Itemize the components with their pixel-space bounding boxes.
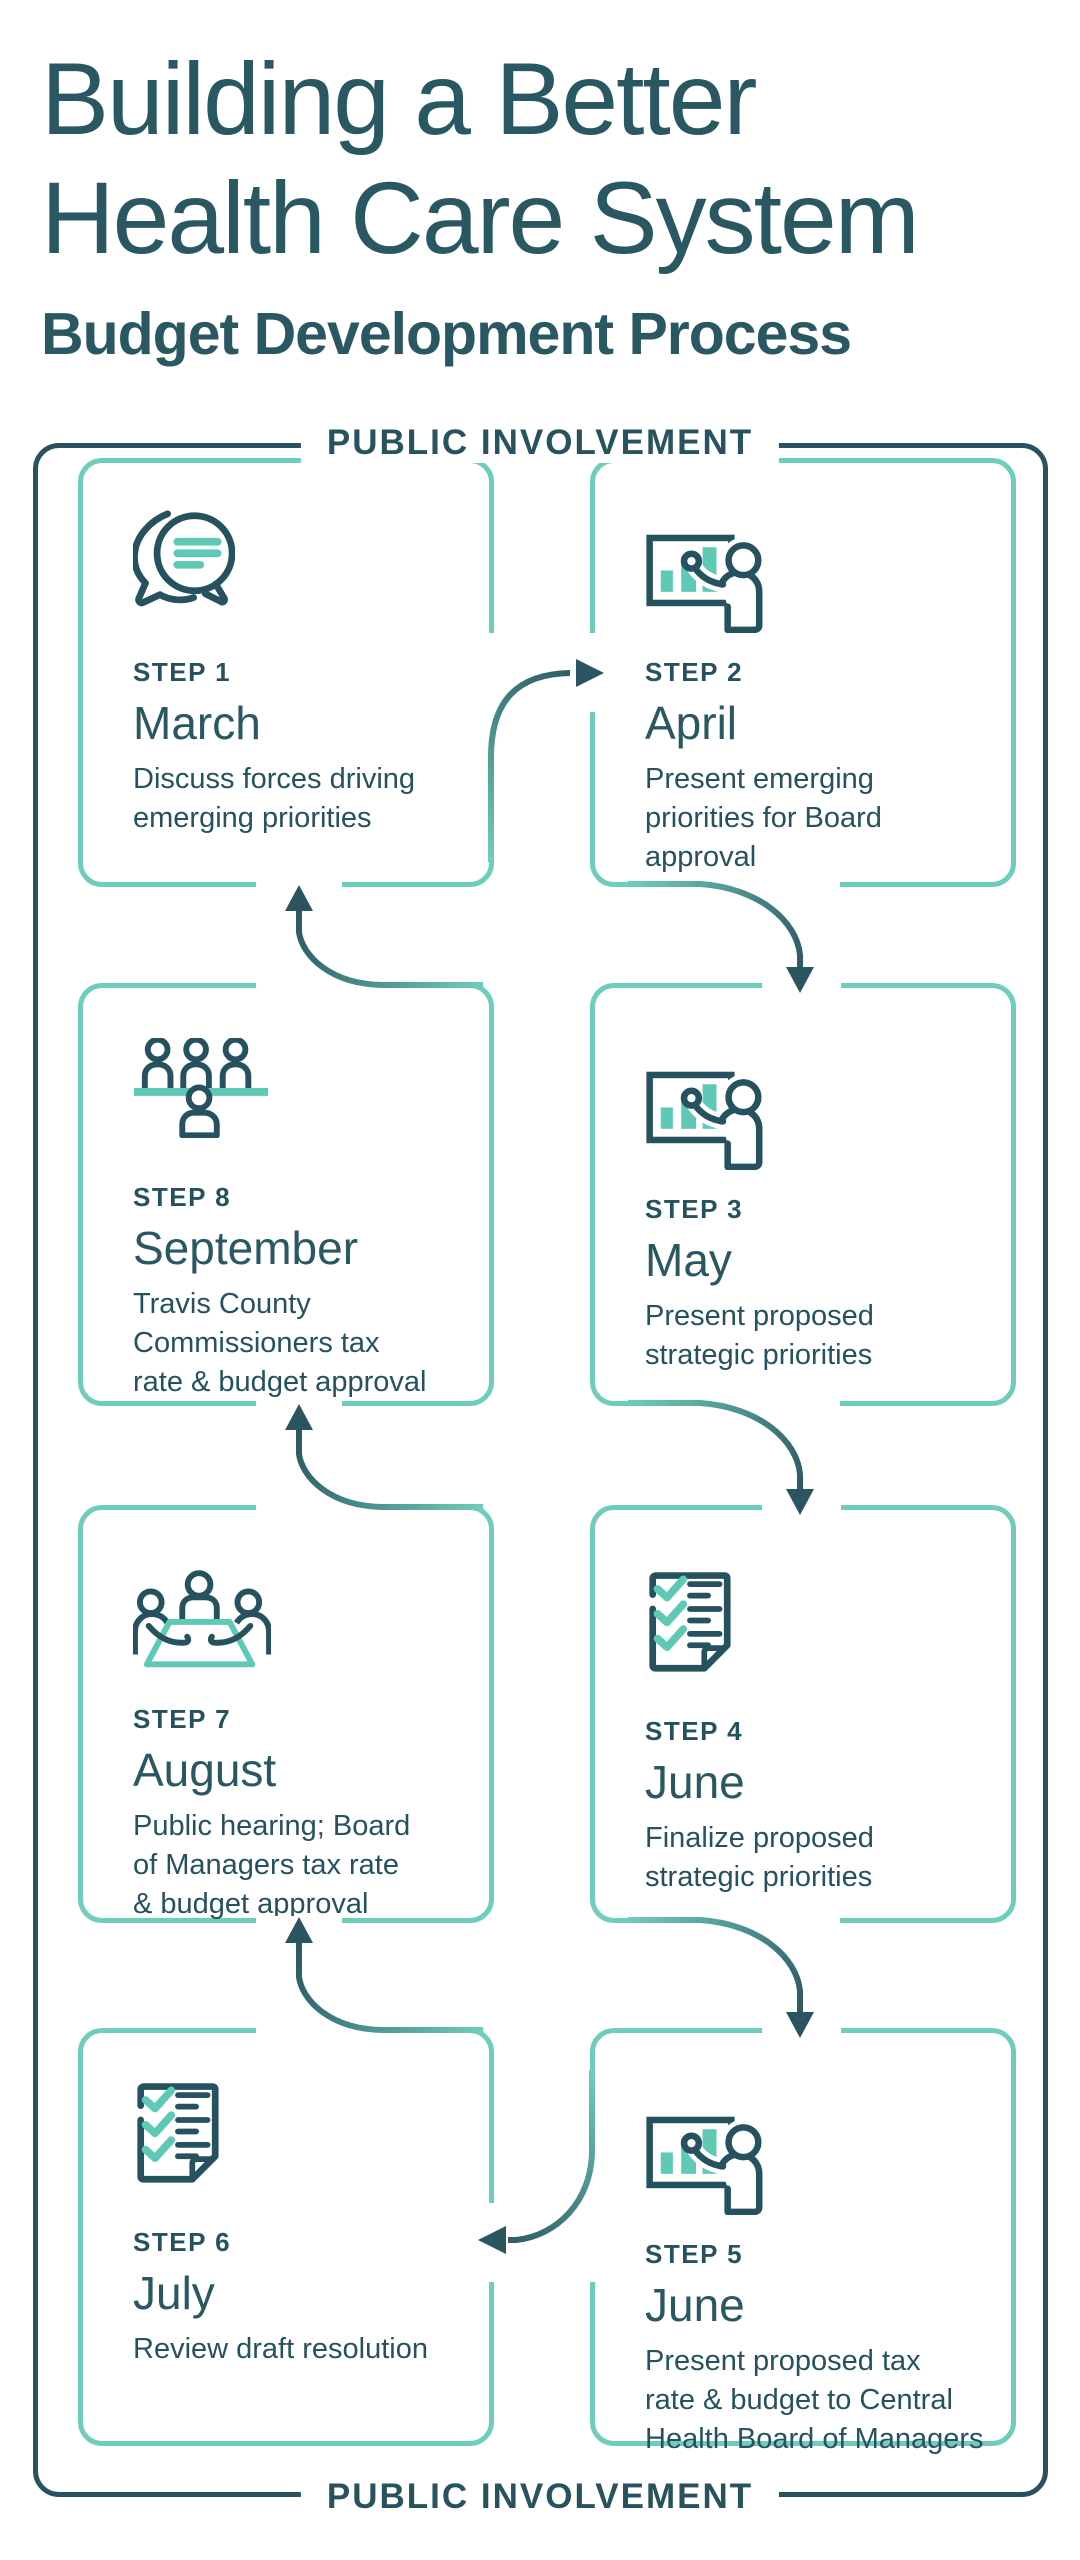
step-6-icon-box: [133, 2077, 463, 2205]
meeting-table-icon: [133, 1570, 271, 1668]
step-7-card: STEP 7 August Public hearing; Board of M…: [78, 1505, 494, 1923]
border-gap: [762, 2026, 841, 2035]
step-1-label: STEP 1: [133, 657, 232, 687]
step-8-icon-box: [133, 1032, 463, 1160]
border-gap: [256, 880, 342, 889]
step-5-card: STEP 5 June Present proposed tax rate & …: [590, 2028, 1016, 2455]
step-7-label: STEP 7: [133, 1704, 232, 1734]
border-gap: [588, 633, 597, 712]
step-1-card: STEP 1 March Discuss forces driving emer…: [78, 458, 494, 887]
border-gap: [256, 981, 388, 990]
checklist-document-icon: [137, 2083, 219, 2183]
border-gap: [762, 1503, 841, 1512]
step-4-label: STEP 4: [645, 1716, 744, 1746]
step-8-card: STEP 8 September Travis County Commissio…: [78, 983, 494, 1406]
border-gap: [256, 2026, 388, 2035]
step-8-description: Travis County Commissioners tax rate & b…: [133, 1288, 427, 1398]
page-title-line2: Health Care System: [41, 161, 920, 275]
step-4-month: June: [645, 1756, 745, 1808]
step-7-icon-box: [133, 1554, 463, 1682]
step-3-description: Present proposed strategic priorities: [645, 1300, 874, 1371]
border-gap: [588, 2150, 597, 2282]
step-3-icon-box: [645, 1044, 985, 1172]
border-gap: [487, 633, 496, 859]
step-1-description: Discuss forces driving emerging prioriti…: [133, 763, 416, 834]
step-6-description: Review draft resolution: [133, 2333, 428, 2365]
step-2-label: STEP 2: [645, 657, 744, 687]
presentation-chart-icon: [646, 1071, 767, 1170]
step-6-card: STEP 6 July Review draft resolution: [78, 2028, 494, 2446]
step-2-icon-box: [645, 507, 985, 635]
step-5-icon-box: [645, 2089, 985, 2217]
public-involvement-label-top: PUBLIC INVOLVEMENT: [300, 423, 780, 463]
border-gap: [712, 1399, 840, 1408]
step-7-description: Public hearing; Board of Managers tax ra…: [133, 1810, 411, 1920]
step-1-icon-box: [133, 507, 463, 635]
presentation-chart-icon: [646, 534, 767, 633]
public-involvement-label-bottom: PUBLIC INVOLVEMENT: [300, 2477, 780, 2517]
step-4-icon-box: [645, 1566, 985, 1694]
border-gap: [712, 880, 840, 889]
step-1-month: March: [133, 697, 261, 749]
border-gap: [256, 1399, 342, 1408]
step-3-label: STEP 3: [645, 1194, 744, 1224]
step-2-description: Present emerging priorities for Board ap…: [645, 763, 882, 873]
border-gap: [712, 1916, 840, 1925]
page-title-line1: Building a Better: [41, 42, 757, 156]
step-6-month: July: [133, 2267, 215, 2319]
step-2-card: STEP 2 April Present emerging priorities…: [590, 458, 1016, 887]
step-4-description: Finalize proposed strategic priorities: [645, 1822, 874, 1893]
checklist-document-icon: [649, 1572, 731, 1672]
step-8-month: September: [133, 1222, 359, 1274]
border-gap: [256, 1916, 342, 1925]
step-3-card: STEP 3 May Present proposed strategic pr…: [590, 983, 1016, 1406]
presentation-chart-icon: [646, 2116, 767, 2215]
step-5-month: June: [645, 2279, 745, 2331]
step-8-label: STEP 8: [133, 1182, 232, 1212]
step-7-month: August: [133, 1744, 277, 1796]
step-4-card: STEP 4 June Finalize proposed strategic …: [590, 1505, 1016, 1923]
step-5-description: Present proposed tax rate & budget to Ce…: [645, 2345, 984, 2455]
speech-bubbles-icon: [133, 510, 235, 607]
border-gap: [487, 2203, 496, 2282]
step-5-label: STEP 5: [645, 2239, 744, 2269]
border-gap: [256, 1503, 388, 1512]
step-3-month: May: [645, 1234, 732, 1286]
border-gap: [762, 981, 841, 990]
page-subtitle: Budget Development Process: [41, 301, 852, 367]
people-bench-icon: [133, 1038, 269, 1138]
page-title: Building a Better Health Care System: [41, 40, 920, 278]
step-2-month: April: [645, 697, 738, 749]
step-6-label: STEP 6: [133, 2227, 232, 2257]
